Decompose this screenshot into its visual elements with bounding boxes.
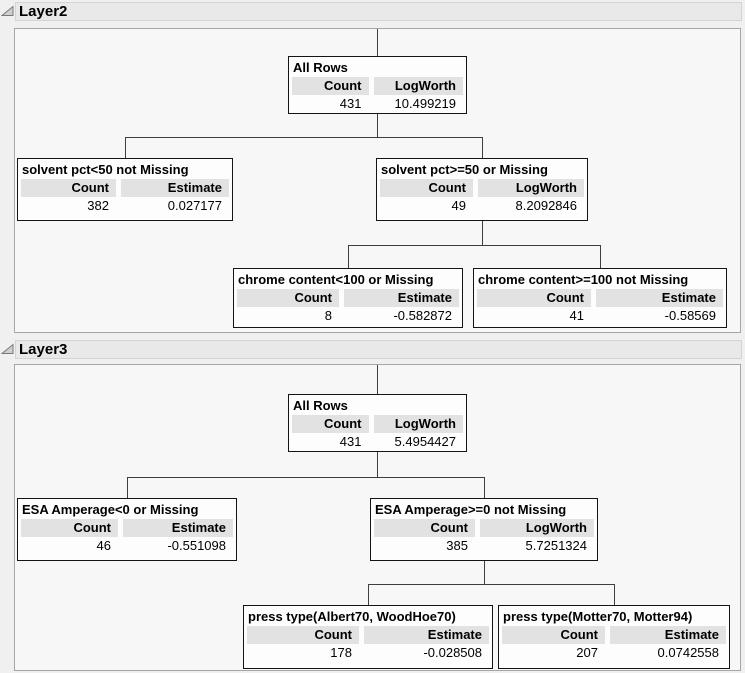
node-col1-value: 49	[451, 198, 466, 213]
node-col2-header: LogWorth	[373, 415, 463, 433]
node-title: All Rows	[293, 398, 348, 413]
tree-connector	[614, 584, 615, 605]
node-press-type-motter70-motter94[interactable]: press type(Motter70, Motter94) Count Est…	[498, 605, 730, 669]
tree-connector	[368, 584, 615, 585]
node-col2-value: -0.582872	[393, 308, 452, 323]
node-chrome-content-lt-100[interactable]: chrome content<100 or Missing Count Esti…	[233, 268, 463, 328]
node-title: chrome content<100 or Missing	[238, 272, 434, 287]
tree-connector	[127, 477, 485, 478]
node-col1-value: 385	[446, 538, 468, 553]
node-title: ESA Amperage<0 or Missing	[22, 502, 199, 517]
node-col2-header: LogWorth	[480, 519, 594, 537]
node-col1-value: 207	[576, 645, 598, 660]
node-col2-value: -0.58569	[664, 308, 716, 323]
node-col1-header: Count	[374, 519, 475, 537]
node-esa-amperage-ge-0[interactable]: ESA Amperage>=0 not Missing Count LogWor…	[370, 498, 598, 561]
node-col1-header: Count	[292, 77, 369, 95]
node-chrome-content-ge-100[interactable]: chrome content>=100 not Missing Count Es…	[473, 268, 727, 328]
node-all-rows-layer2[interactable]: All Rows Count LogWorth 431 10.499219	[288, 56, 467, 114]
node-title: press type(Albert70, WoodHoe70)	[248, 609, 456, 624]
node-esa-amperage-lt-0[interactable]: ESA Amperage<0 or Missing Count Estimate…	[17, 498, 237, 561]
tree-connector	[377, 365, 378, 394]
disclosure-triangle-icon[interactable]	[1, 343, 14, 355]
tree-connector	[482, 137, 483, 158]
node-col1-value: 431	[339, 434, 362, 449]
tree-connector	[377, 452, 378, 477]
tree-connector	[127, 477, 128, 498]
node-title: solvent pct>=50 or Missing	[381, 162, 548, 177]
tree-connector	[484, 477, 485, 498]
node-col1-header: Count	[502, 626, 605, 644]
tree-connector	[348, 245, 349, 268]
node-title: All Rows	[293, 60, 348, 75]
node-title: ESA Amperage>=0 not Missing	[375, 502, 567, 517]
node-col1-value: 382	[87, 198, 109, 213]
node-col1-header: Count	[380, 179, 473, 197]
node-col1-header: Count	[21, 179, 116, 197]
node-col1-header: Count	[477, 289, 591, 307]
node-all-rows-layer3[interactable]: All Rows Count LogWorth 431 5.4954427	[288, 394, 467, 452]
outline-title: Layer2	[19, 3, 68, 20]
node-solvent-pct-lt-50[interactable]: solvent pct<50 not Missing Count Estimat…	[17, 158, 233, 221]
node-col2-header: Estimate	[123, 519, 233, 537]
node-solvent-pct-ge-50[interactable]: solvent pct>=50 or Missing Count LogWort…	[376, 158, 588, 221]
tree-connector	[377, 114, 378, 137]
tree-connector	[482, 221, 483, 245]
node-col2-header: LogWorth	[478, 179, 584, 197]
node-col1-value: 8	[324, 308, 332, 323]
node-col2-value: 10.499219	[394, 96, 456, 111]
node-col2-value: 5.4954427	[394, 434, 456, 449]
node-col1-header: Count	[247, 626, 359, 644]
node-col1-header: Count	[237, 289, 339, 307]
tree-connector	[484, 561, 485, 584]
node-col2-header: Estimate	[344, 289, 459, 307]
tree-connector	[600, 245, 601, 268]
node-col2-value: 5.7251324	[525, 538, 587, 553]
node-col2-header: Estimate	[364, 626, 489, 644]
outline-title: Layer3	[19, 341, 68, 358]
outline-header-layer2[interactable]: Layer2	[15, 2, 742, 21]
node-col2-value: 0.0742558	[657, 645, 719, 660]
node-col2-header: Estimate	[610, 626, 726, 644]
node-col1-value: 41	[569, 308, 584, 323]
node-title: chrome content>=100 not Missing	[478, 272, 689, 287]
node-col1-header: Count	[21, 519, 118, 537]
node-title: press type(Motter70, Motter94)	[503, 609, 693, 624]
node-col2-header: Estimate	[121, 179, 229, 197]
node-col1-value: 178	[330, 645, 352, 660]
node-col2-value: -0.551098	[167, 538, 226, 553]
node-col1-value: 431	[339, 96, 362, 111]
node-col2-value: 8.2092846	[515, 198, 577, 213]
tree-connector	[368, 584, 369, 605]
tree-connector	[377, 29, 378, 56]
node-col2-value: 0.027177	[167, 198, 222, 213]
node-press-type-albert70-woodhoe70[interactable]: press type(Albert70, WoodHoe70) Count Es…	[243, 605, 493, 669]
node-col2-header: Estimate	[596, 289, 723, 307]
node-col2-value: -0.028508	[423, 645, 482, 660]
disclosure-triangle-icon[interactable]	[1, 5, 14, 17]
tree-connector	[125, 137, 126, 158]
node-col1-header: Count	[292, 415, 369, 433]
node-col1-value: 46	[96, 538, 111, 553]
tree-connector	[125, 137, 483, 138]
tree-connector	[348, 245, 601, 246]
node-title: solvent pct<50 not Missing	[22, 162, 189, 177]
node-col2-header: LogWorth	[373, 77, 463, 95]
outline-header-layer3[interactable]: Layer3	[15, 340, 742, 359]
